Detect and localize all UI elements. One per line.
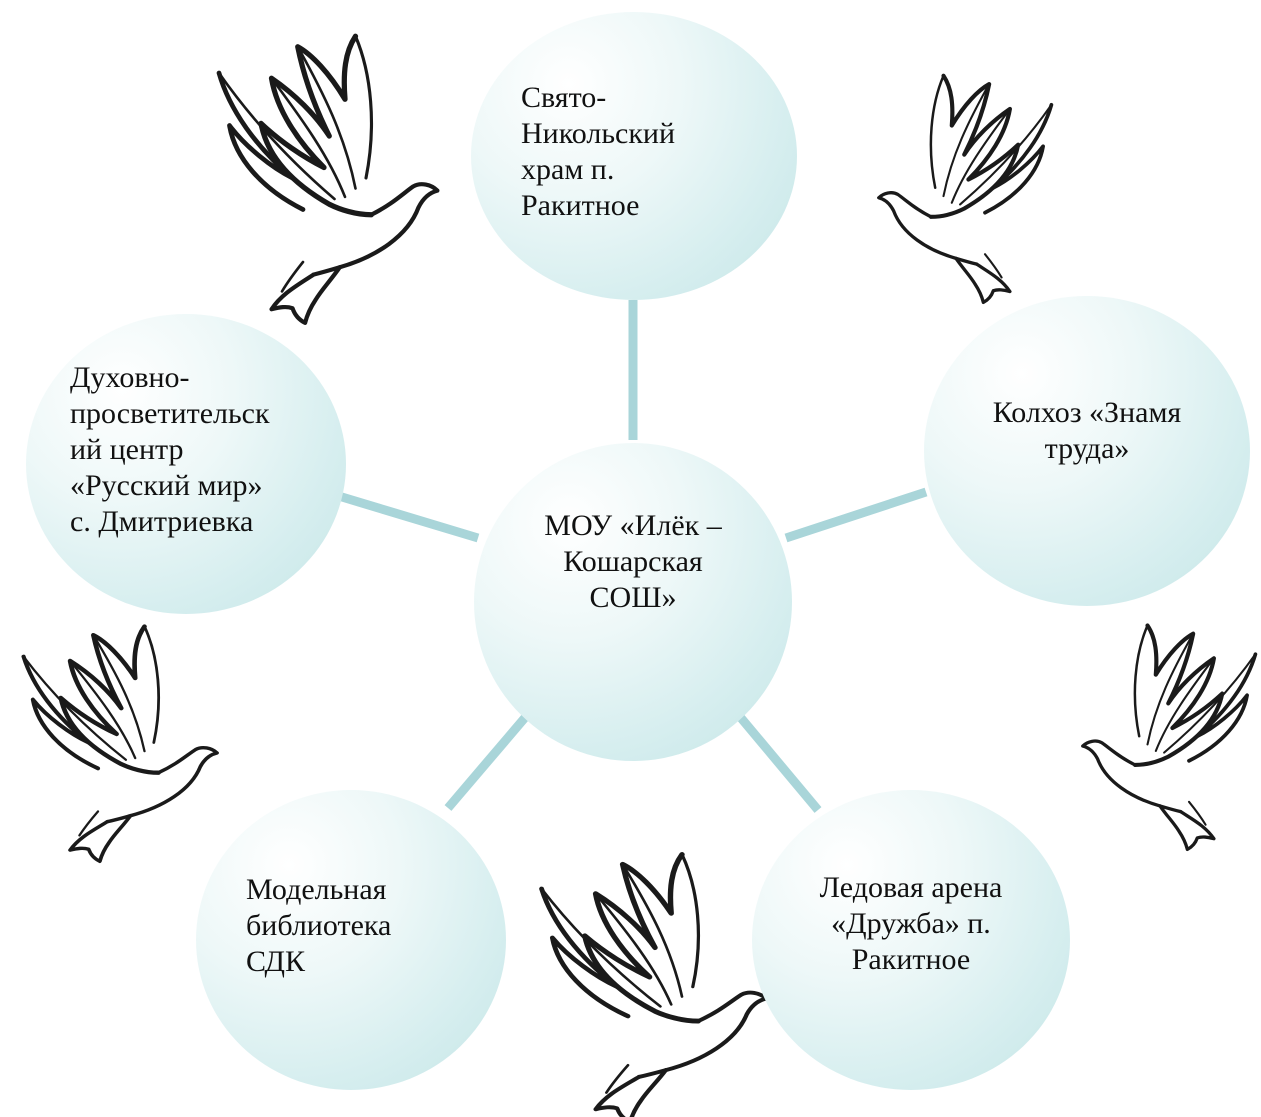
center-node: МОУ «Илёк – Кошарская СОШ» [474, 443, 792, 761]
partner-node-right: Колхоз «Знамя труда» [924, 296, 1250, 606]
partner-node-bottom-left-label: Модельная библиотека СДК [246, 873, 392, 978]
dove-icon [542, 855, 767, 1117]
connector-right [784, 487, 928, 543]
center-node-label: МОУ «Илёк – Кошарская СОШ» [544, 509, 722, 614]
dove-icon [24, 627, 217, 862]
partner-node-left: Духовно- просветительск ий центр «Русски… [26, 314, 346, 614]
dove-icon [219, 36, 437, 323]
partner-node-top-label: Свято- Никольский храм п. Ракитное [521, 81, 676, 222]
partner-node-right-label: Колхоз «Знамя труда» [992, 396, 1182, 465]
partner-node-bottom-right-label: Ледовая арена «Дружба» п. Ракитное [819, 871, 1003, 976]
partner-node-bottom-left: Модельная библиотека СДК [196, 790, 506, 1090]
dove-icon [1083, 626, 1256, 850]
connector-left [330, 489, 480, 543]
partner-node-top: Свято- Никольский храм п. Ракитное [471, 12, 797, 300]
partner-node-left-label: Духовно- просветительск ий центр «Русски… [70, 361, 270, 538]
dove-icon [879, 76, 1052, 303]
partner-node-bottom-right: Ледовая арена «Дружба» п. Ракитное [752, 790, 1070, 1090]
